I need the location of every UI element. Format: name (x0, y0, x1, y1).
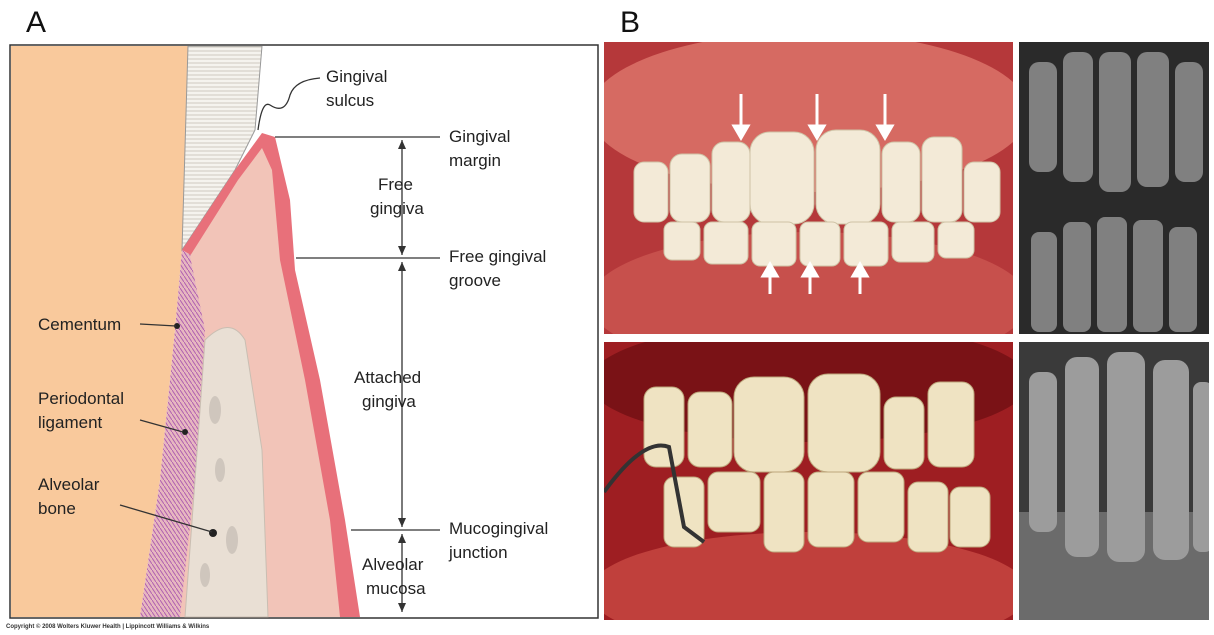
panel-b-letter: B (620, 6, 640, 40)
cementum-label: Cementum (38, 315, 121, 334)
bone-loss-radiograph (1019, 342, 1209, 620)
healthy-radiograph (1019, 42, 1209, 334)
alveolar-bone-dot (209, 529, 217, 537)
copyright-notice: Copyright © 2008 Wolters Kluwer Health |… (6, 624, 209, 630)
periodontium-diagram: Gingival sulcus Gingival margin Free gin… (0, 0, 600, 620)
periodontitis-photo (604, 342, 1013, 620)
healthy-gingiva-photo (604, 42, 1013, 334)
